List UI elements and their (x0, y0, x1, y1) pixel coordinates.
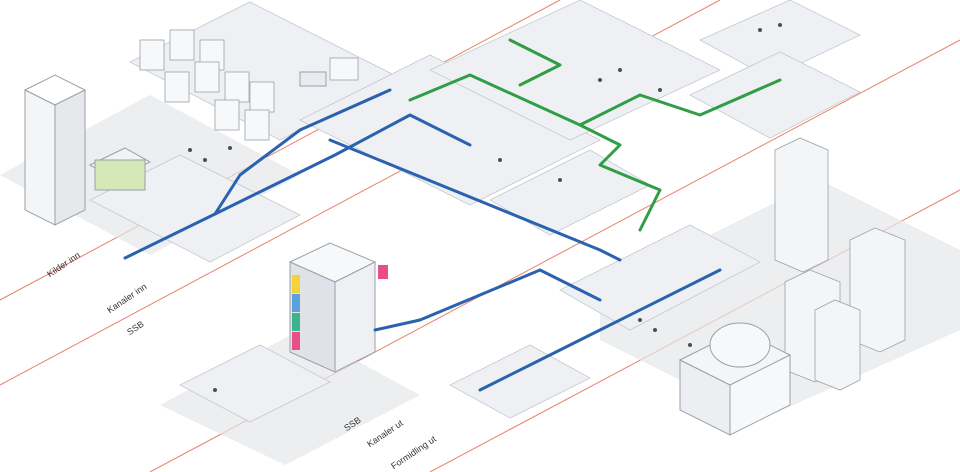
city-buildings-right (774, 137, 906, 391)
van-icon (299, 71, 327, 87)
house-icon (88, 147, 152, 191)
ssb-data-tower (288, 242, 388, 373)
platforms (89, 0, 861, 423)
green-data-flow (408, 38, 782, 232)
museum-dome-icon (678, 322, 792, 436)
person-icon (188, 23, 782, 392)
server-cluster-top (139, 29, 359, 141)
tower-building-icon (23, 74, 87, 226)
blue-data-flow (123, 88, 722, 392)
